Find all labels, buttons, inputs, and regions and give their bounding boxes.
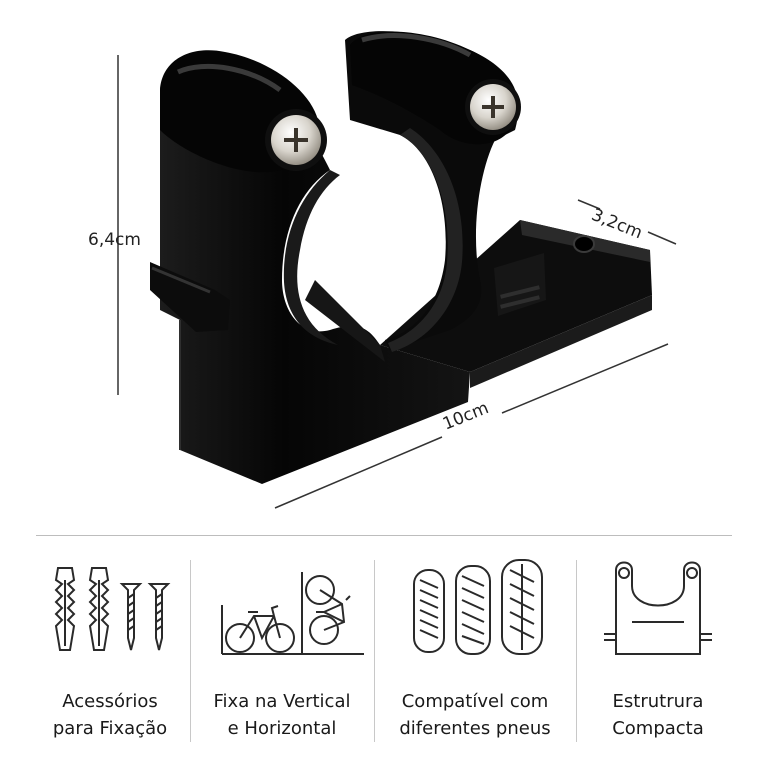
left-screw-head <box>265 109 327 171</box>
base-arm <box>380 220 652 388</box>
length-dimension-line <box>274 343 669 509</box>
height-dimension-label: 6,4cm <box>88 230 141 250</box>
compact-bracket-icon <box>604 561 712 655</box>
screws-and-wall-plugs-icon <box>54 567 171 651</box>
tires-icon <box>413 559 543 655</box>
feature-compact: Estrutrura Compacta <box>578 550 738 750</box>
feature-divider-1 <box>190 560 191 742</box>
feature-accessories-line2: para Fixação <box>52 718 168 739</box>
feature-tire-compat-caption: Compatível com diferentes pneus <box>376 688 574 742</box>
feature-mount-orientation: Fixa na Vertical e Horizontal <box>192 550 372 750</box>
feature-mount-orientation-caption: Fixa na Vertical e Horizontal <box>192 688 372 742</box>
feature-tire-compat-line1: Compatível com <box>401 691 549 712</box>
feature-accessories: Acessórios para Fixação <box>30 550 190 750</box>
feature-tire-compat-line2: diferentes pneus <box>399 718 551 739</box>
feature-compact-line1: Estrutrura <box>612 691 704 712</box>
depth-dimension-line <box>577 199 677 245</box>
bikes-vertical-horizontal-icon <box>221 572 364 655</box>
feature-tire-compat: Compatível com diferentes pneus <box>376 550 574 750</box>
feature-compact-line2: Compacta <box>612 718 704 739</box>
feature-mount-orientation-line1: Fixa na Vertical <box>213 691 351 712</box>
section-divider <box>36 535 732 536</box>
bike-wall-mount-image <box>117 31 677 509</box>
feature-mount-orientation-line2: e Horizontal <box>227 718 337 739</box>
feature-compact-caption: Estrutrura Compacta <box>578 688 738 742</box>
right-screw-head <box>465 79 521 135</box>
feature-accessories-line1: Acessórios <box>62 691 158 712</box>
feature-accessories-caption: Acessórios para Fixação <box>30 688 190 742</box>
feature-divider-2 <box>374 560 375 742</box>
feature-divider-3 <box>576 560 577 742</box>
